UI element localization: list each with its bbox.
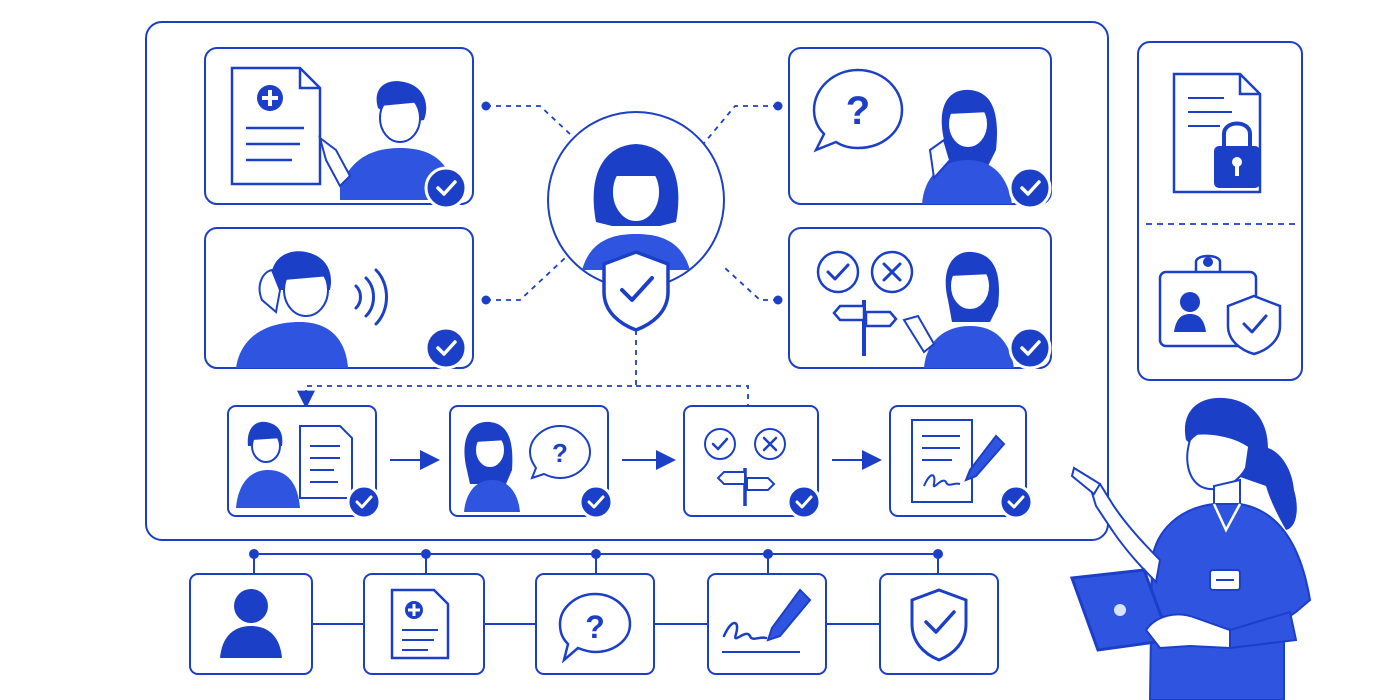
x-circle-icon <box>870 250 914 294</box>
step-review <box>227 405 382 520</box>
person-listening-figure <box>236 251 348 368</box>
timeline: ? <box>189 549 999 675</box>
shield-check-icon <box>910 588 968 662</box>
svg-text:?: ? <box>846 89 870 133</box>
timeline-node-question: ? <box>535 573 655 675</box>
svg-text:?: ? <box>585 609 605 645</box>
locked-document-icon <box>1172 72 1262 194</box>
step-ask: ? <box>449 405 614 520</box>
timeline-node-person <box>189 573 313 675</box>
info-card <box>204 47 474 210</box>
signed-document-icon <box>911 419 973 503</box>
listen-card <box>204 227 474 370</box>
timeline-node-shield <box>879 573 999 675</box>
person-thinking-figure <box>922 89 1012 204</box>
question-bubble-icon: ? <box>812 68 904 153</box>
svg-text:?: ? <box>552 438 568 468</box>
person-icon <box>220 589 282 658</box>
person-icon <box>464 421 520 512</box>
timeline-node-document <box>363 573 485 675</box>
medical-document-icon <box>390 588 450 660</box>
document-icon <box>299 425 353 499</box>
check-circle-icon <box>816 250 860 294</box>
side-panel <box>1137 41 1303 381</box>
decision-card <box>788 227 1052 370</box>
nurse-with-tablet <box>1069 397 1312 700</box>
person-pointing-figure <box>902 251 1014 368</box>
question-card: ? <box>788 47 1052 210</box>
timeline-node-signature <box>707 573 827 675</box>
step-sign <box>889 405 1034 520</box>
main-panel <box>145 21 1109 541</box>
person-icon <box>236 421 300 508</box>
patient-avatar <box>547 111 725 332</box>
step-decide <box>683 405 822 520</box>
id-badge-shield-icon <box>1158 254 1282 356</box>
pen-icon <box>964 434 1006 482</box>
check-circle-icon <box>704 428 736 460</box>
question-bubble-icon: ? <box>558 592 632 664</box>
medical-document-icon <box>230 66 322 186</box>
signpost-icon <box>716 468 776 506</box>
x-circle-icon <box>754 428 786 460</box>
shield-check-icon <box>602 250 670 332</box>
signpost-icon <box>832 300 898 356</box>
signature-pen-icon <box>722 588 812 653</box>
process-steps: ? <box>227 405 1034 520</box>
question-bubble-icon: ? <box>528 424 592 480</box>
sound-waves-icon <box>354 268 388 326</box>
center-connectors <box>297 105 778 409</box>
